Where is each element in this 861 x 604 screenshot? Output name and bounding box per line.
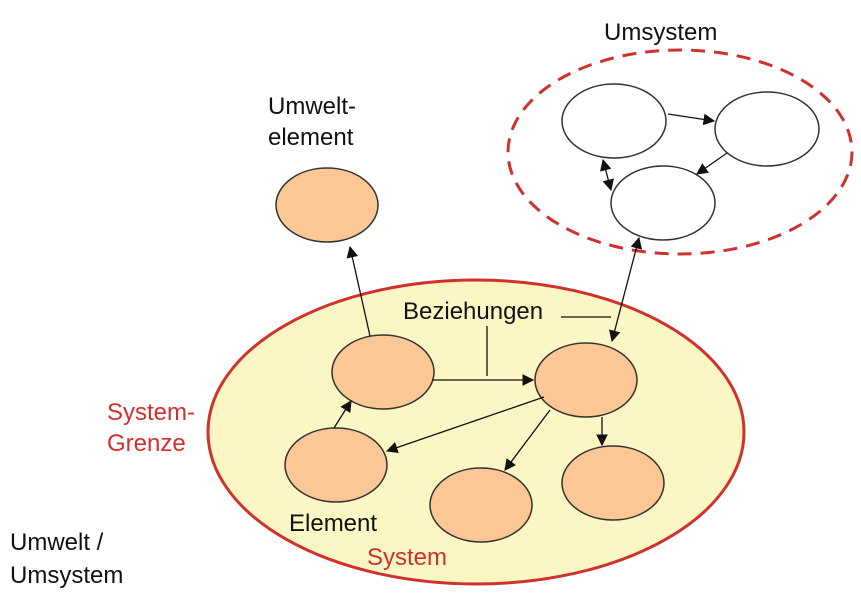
beziehungen-label: Beziehungen [403, 298, 544, 325]
umwelt-label-line2: Umsystem [10, 562, 124, 589]
system-label: System [367, 544, 448, 571]
system-element-top-left [331, 334, 435, 410]
umsystem-title: Umsystem [604, 19, 718, 46]
system-element-bottom-right [561, 445, 665, 521]
element-label: Element [289, 510, 378, 537]
arrow-umsystem-left-to-right [667, 113, 716, 126]
arrow-bottom-left-to-top-left [333, 400, 352, 429]
arrow-center-right-to-bottom-left [385, 396, 545, 454]
arrow-center-right-to-bottom-middle [504, 409, 551, 471]
umwelt-element-label-line2: element [268, 124, 354, 151]
arrow-element-to-umwelt [346, 245, 371, 337]
system-element-center-right [534, 342, 638, 418]
system-element-bottom-left [284, 427, 388, 503]
umsystem-node-left [561, 83, 667, 159]
arrow-umsystem-right-to-bottom [696, 152, 728, 175]
arrow-umsystem-left-bottom-bidirectional [600, 158, 614, 192]
umwelt-element-node [275, 167, 379, 243]
umwelt-label-line1: Umwelt / [10, 529, 104, 556]
system-grenze-label-line2: Grenze [107, 430, 186, 457]
umwelt-element-label-line1: Umwelt- [268, 93, 356, 120]
umsystem-boundary [506, 48, 854, 256]
umsystem-node-bottom [610, 165, 716, 241]
system-element-bottom-middle [429, 467, 533, 543]
system-grenze-label-line1: System- [107, 399, 196, 426]
arrow-system-umsystem-bidirectional [609, 236, 642, 343]
umsystem-node-right [714, 91, 820, 167]
